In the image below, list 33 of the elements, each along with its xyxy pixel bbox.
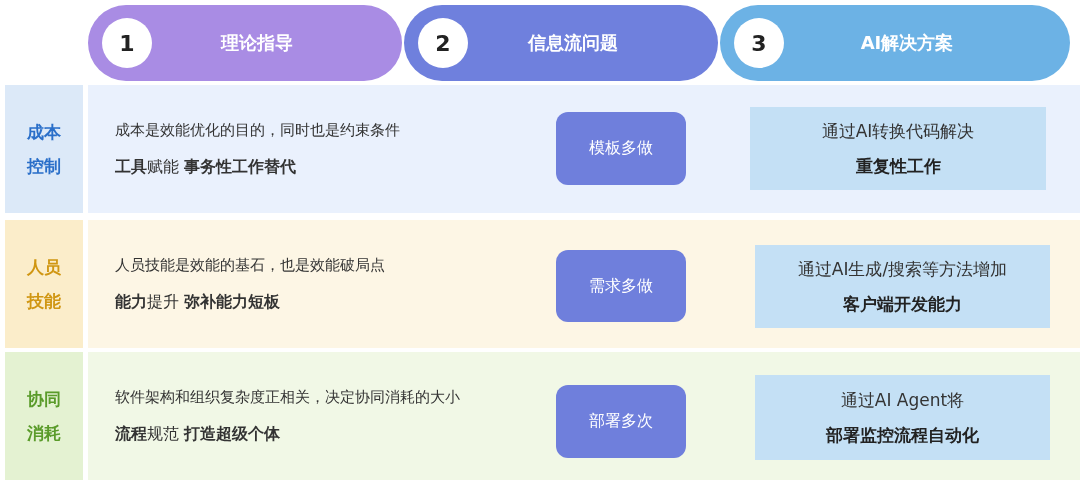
- row-label-text: 成本控制: [25, 121, 62, 178]
- solution-text: 通过AI Agent将: [840, 388, 965, 412]
- solution-highlight-text: 客户端开发能力: [843, 292, 962, 316]
- step-number-badge: 1: [102, 18, 152, 68]
- row-label-text: 协同消耗: [26, 388, 62, 445]
- row-label-cell: [5, 85, 83, 213]
- info-flow-tag: 需求多做: [556, 250, 686, 322]
- info-flow-tag: 部署多次: [556, 385, 686, 458]
- solution-text: 通过AI生成/搜索等方法增加: [797, 257, 1008, 281]
- description-text: 软件架构和组织复杂度正相关，决定协同消耗的大小: [115, 388, 460, 407]
- description-text: 人员技能是效能的基石，也是效能破局点: [115, 256, 385, 275]
- row-band: [88, 85, 1080, 213]
- solution-highlight-text: 重复性工作: [855, 154, 941, 178]
- description-text: 成本是效能优化的目的，同时也是约束条件: [115, 121, 400, 140]
- step-number-badge: 2: [418, 18, 468, 68]
- row-band: [88, 220, 1080, 348]
- solution-box: [750, 107, 1046, 190]
- solution-text: 通过AI转换代码解决: [821, 119, 975, 143]
- info-flow-tag: 模板多做: [556, 112, 686, 185]
- key-points-text: 能力提升 弥补能力短板: [115, 292, 281, 313]
- key-points-text: 工具赋能 事务性工作替代: [115, 157, 297, 178]
- step-title: 信息流问题: [526, 31, 619, 55]
- solution-box: [755, 245, 1050, 328]
- solution-highlight-text: 部署监控流程自动化: [826, 423, 979, 447]
- row-label-cell: [5, 220, 83, 348]
- row-label-text: 人员技能: [25, 256, 62, 313]
- step-title: AI解决方案: [859, 31, 955, 55]
- step-number-badge: 3: [734, 18, 784, 68]
- row-band: [88, 352, 1080, 480]
- row-label-cell: [5, 352, 83, 480]
- key-points-text: 流程规范 打造超级个体: [115, 424, 281, 445]
- step-title: 理论指导: [219, 31, 294, 55]
- solution-box: [755, 375, 1050, 460]
